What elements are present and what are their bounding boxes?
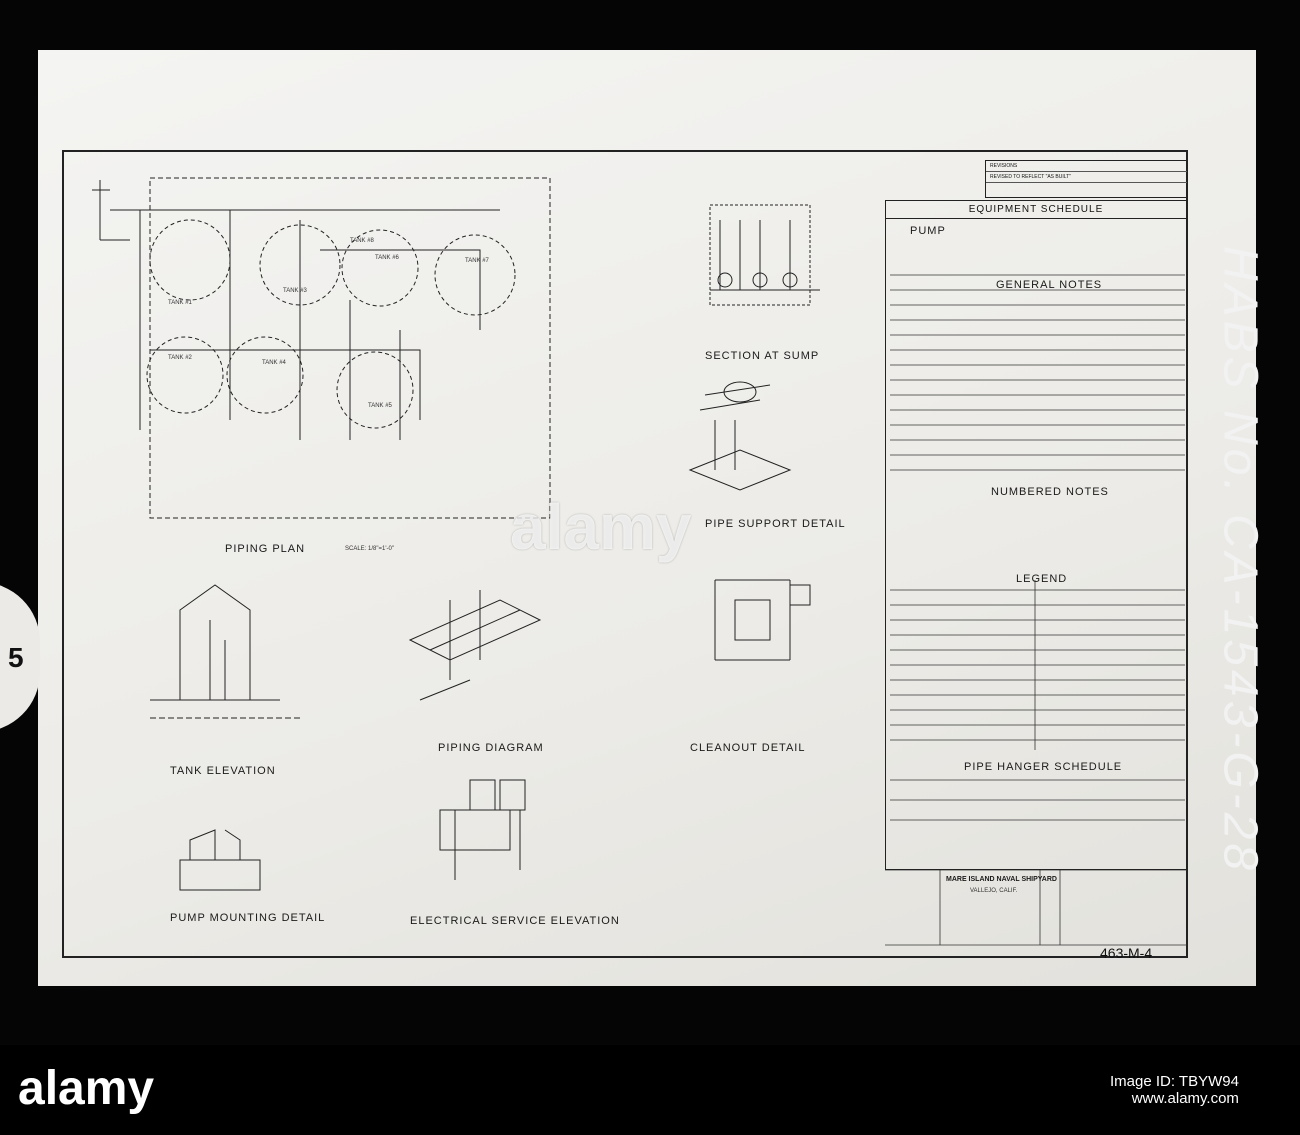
- tank-1-label: TANK #1: [168, 300, 192, 306]
- tank-3-label: TANK #3: [283, 288, 307, 294]
- equipment-schedule-panel: EQUIPMENT SCHEDULE PUMP GENERAL NOTES NU…: [885, 200, 1187, 870]
- general-notes-heading: GENERAL NOTES: [996, 279, 1103, 291]
- footer-strip: alamy Image ID: TBYW94 www.alamy.com: [0, 1045, 1300, 1135]
- haber-id: HABS No. CA-1543-G-28: [1210, 150, 1270, 970]
- footer-url: www.alamy.com: [1131, 1090, 1239, 1107]
- revisions-header: REVISIONS: [986, 161, 1187, 172]
- pipe-hanger-schedule-heading: PIPE HANGER SCHEDULE: [964, 761, 1123, 773]
- tab-number: 5: [8, 642, 24, 673]
- drawing-border: [62, 150, 1188, 958]
- title-block-location: VALLEJO, CALIF.: [970, 888, 1018, 894]
- tank-7-label: TANK #7: [465, 258, 489, 264]
- sheet-number: 463-M-4: [1100, 945, 1153, 961]
- legend-heading: LEGEND: [1016, 573, 1068, 585]
- haber-id-text: HABS No. CA-1543-G-28: [1213, 245, 1267, 875]
- title-block-organization: MARE ISLAND NAVAL SHIPYARD: [946, 876, 1057, 883]
- tank-5-label: TANK #5: [368, 403, 392, 409]
- tank-8-label: TANK #8: [350, 238, 374, 244]
- pump-heading: PUMP: [910, 225, 946, 237]
- pump-mounting-detail-title: PUMP MOUNTING DETAIL: [170, 912, 326, 924]
- equipment-schedule-title: EQUIPMENT SCHEDULE: [886, 201, 1186, 219]
- section-at-sump-title: SECTION AT SUMP: [705, 350, 820, 362]
- revision-entry: REVISED TO REFLECT "AS BUILT": [986, 172, 1187, 183]
- cleanout-detail-title: CLEANOUT DETAIL: [690, 742, 806, 754]
- numbered-notes-heading: NUMBERED NOTES: [991, 486, 1109, 498]
- pipe-support-detail-title: PIPE SUPPORT DETAIL: [705, 518, 846, 530]
- revisions-block: REVISIONS REVISED TO REFLECT "AS BUILT": [985, 160, 1188, 198]
- footer-brand: alamy: [18, 1062, 155, 1115]
- tank-6-label: TANK #6: [375, 255, 399, 261]
- piping-plan-title: PIPING PLAN: [225, 543, 306, 555]
- electrical-service-elevation-title: ELECTRICAL SERVICE ELEVATION: [410, 915, 620, 927]
- image-id: Image ID: TBYW94: [1110, 1073, 1239, 1090]
- tank-2-label: TANK #2: [168, 355, 192, 361]
- tank-4-label: TANK #4: [262, 360, 286, 366]
- piping-plan-scale: SCALE: 1/8"=1'-0": [345, 546, 394, 552]
- footer-info: Image ID: TBYW94 www.alamy.com: [1110, 1073, 1239, 1107]
- tank-elevation-title: TANK ELEVATION: [170, 765, 276, 777]
- piping-diagram-title: PIPING DIAGRAM: [438, 742, 544, 754]
